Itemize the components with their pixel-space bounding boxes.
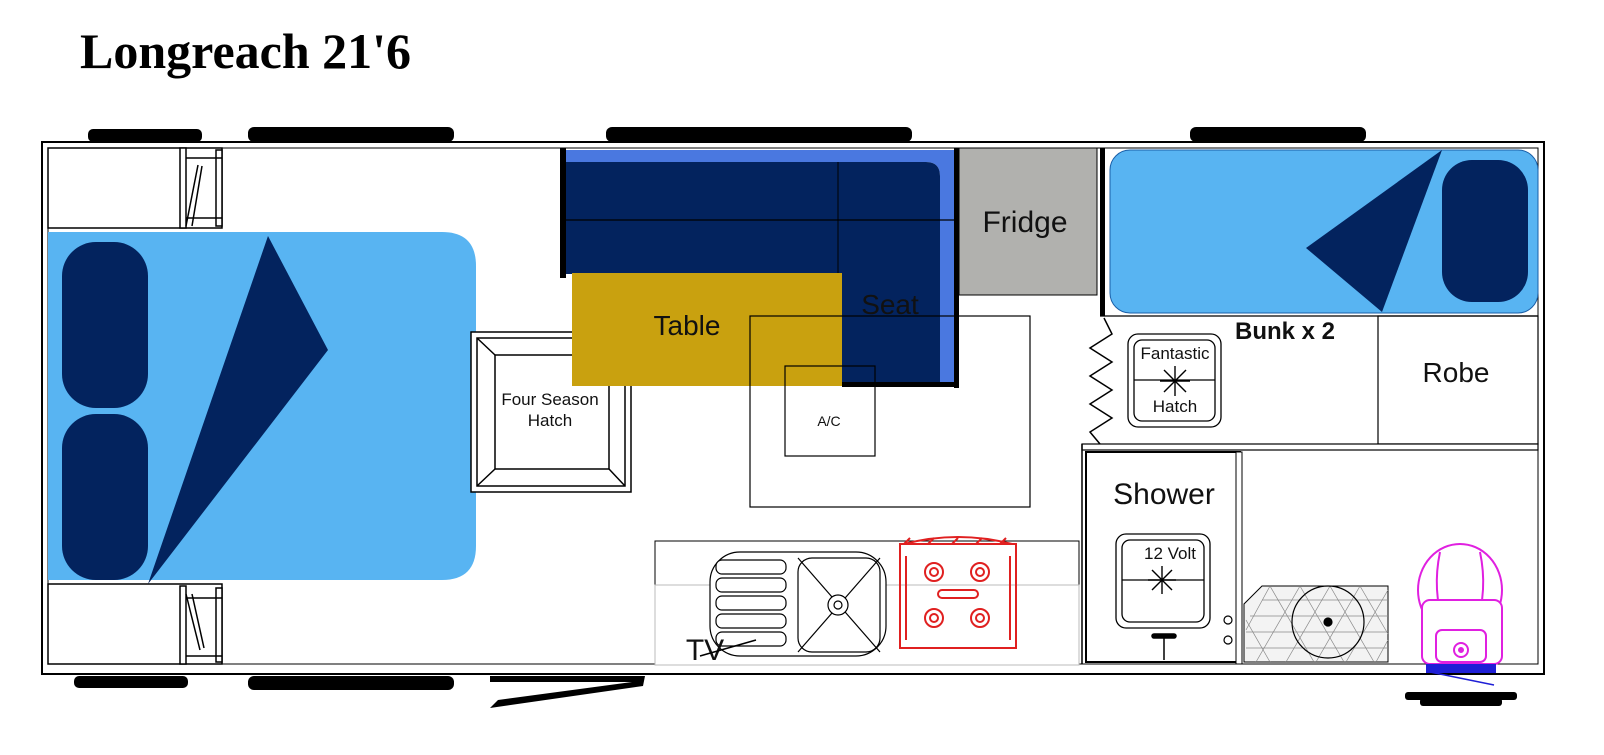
bunk-label: Bunk x 2: [1235, 318, 1335, 345]
bedside-cabinet-bottom: [47, 583, 223, 665]
wheel-icons-top: [88, 127, 1366, 142]
van-outline: [41, 141, 1545, 675]
toilet-icon: [1417, 543, 1503, 665]
bed-blanket-fold: [148, 236, 328, 584]
table-label: Table: [654, 310, 721, 341]
cabinet-door-bottom: [179, 585, 223, 665]
wheel-icon: [88, 129, 202, 142]
ac-label: A/C: [817, 413, 840, 429]
wheel-icon: [248, 676, 454, 690]
seat-wall-left: [560, 148, 566, 278]
cabinet-door-top: [179, 147, 223, 229]
toilet-cassette-door: [1426, 664, 1496, 673]
cassette-door-swing: [1429, 671, 1495, 686]
fantastic-hatch-label-1: Fantastic: [1141, 344, 1210, 363]
entry-step: [490, 676, 645, 708]
bunk-wall: [1100, 148, 1105, 316]
wheel-icon: [606, 127, 912, 142]
robe-label: Robe: [1423, 357, 1490, 388]
tap-icons: [1223, 615, 1233, 645]
bedside-cabinet-top: [47, 147, 223, 229]
wheel-icon: [74, 676, 188, 688]
vanity-tile-pattern: [1245, 585, 1389, 663]
shower-door: [1235, 451, 1243, 665]
wheel-icons-bottom: [74, 676, 1517, 706]
pillow-top: [62, 242, 148, 408]
fridge: [958, 147, 1098, 296]
pillow-bottom: [62, 414, 148, 580]
sink-icon: [709, 551, 887, 657]
table: [572, 273, 842, 386]
fantastic-hatch: [1127, 333, 1222, 428]
seat-wall-right: [954, 148, 959, 388]
twelve-volt-label: 12 Volt: [1144, 544, 1196, 563]
stove-icon: [899, 536, 1017, 649]
ac-vent: [784, 365, 876, 457]
four-season-hatch-label-2: Hatch: [528, 411, 572, 430]
bunk-pillow: [1442, 160, 1528, 302]
tv-bracket: [699, 639, 757, 657]
fridge-label: Fridge: [982, 206, 1067, 239]
ensuite-wall: [1081, 443, 1539, 451]
ac-unit-outline: [749, 315, 1031, 508]
seat-label: Seat: [861, 289, 919, 320]
four-season-hatch-label-1: Four Season: [501, 390, 598, 409]
seat-wall-bottom: [842, 382, 959, 387]
basin-icon: [1291, 585, 1365, 659]
accordion-door: [1088, 317, 1114, 445]
drain-icon: [1151, 633, 1177, 660]
fan-icon: [1160, 366, 1190, 396]
wheel-icon: [1420, 698, 1502, 706]
wheel-icon: [248, 127, 454, 142]
fan-icon: [1148, 566, 1176, 594]
bunk-blanket-fold: [1306, 150, 1442, 312]
plan-title: Longreach 21'6: [80, 23, 412, 79]
fantastic-hatch-label-2: Hatch: [1153, 397, 1197, 416]
shower-label: Shower: [1113, 478, 1215, 511]
wheel-icon: [1190, 127, 1366, 142]
bunk-bed: [1109, 149, 1539, 314]
